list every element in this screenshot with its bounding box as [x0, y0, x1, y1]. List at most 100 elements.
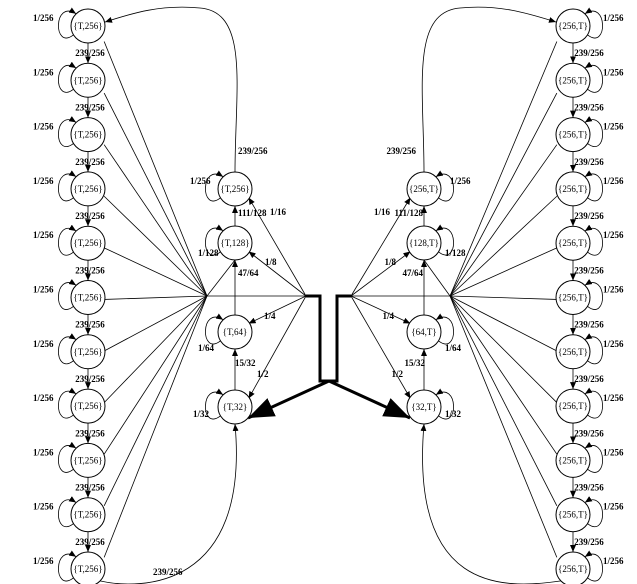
down-label-right-1: 239/256 — [574, 48, 604, 58]
self-loop-right-chain-6 — [584, 278, 603, 310]
state-circle — [555, 497, 591, 533]
state-circle — [555, 551, 591, 584]
state-label: {T,256} — [73, 130, 102, 140]
state-label: {T,32} — [223, 402, 248, 412]
feedback-label-left-bottom: 239/256 — [153, 567, 183, 577]
state-circle — [70, 225, 106, 261]
state-label: {256,T} — [558, 130, 588, 140]
edge-left-to-hub-8 — [103, 295, 208, 403]
edge-right-junction-to-mid-4 — [350, 295, 411, 399]
entry-label-left-4: 1/2 — [257, 369, 269, 379]
self-loop-label-left-2: 1/256 — [33, 67, 54, 77]
edge-right-to-hub-11 — [449, 295, 558, 558]
state-right-mid-3: {64,T} — [406, 314, 442, 350]
self-loop-right-mid-4 — [435, 388, 454, 420]
state-label: {256,T} — [558, 455, 588, 465]
state-label: {T,256} — [73, 455, 102, 465]
edge-left-to-hub-3 — [103, 144, 208, 297]
edge-right-to-hub-3 — [449, 144, 558, 297]
down-label-right-4: 239/256 — [574, 211, 604, 221]
edge-left-to-hub-11 — [103, 295, 208, 558]
self-loop-label-right-7: 1/256 — [603, 339, 624, 349]
down-label-left-3: 239/256 — [75, 157, 105, 167]
state-right-chain-8: {256,T} — [555, 388, 591, 424]
entry-label-left-1: 1/16 — [270, 207, 287, 217]
state-label: {T,256} — [73, 510, 102, 520]
self-loop-right-chain-2 — [584, 61, 603, 93]
state-circle — [555, 388, 591, 424]
edge-left-to-hub-6 — [104, 295, 208, 300]
self-loop-right-chain-3 — [584, 116, 603, 147]
self-loop-label-left-11: 1/256 — [33, 556, 54, 566]
self-loop-label-left-6: 1/256 — [33, 285, 54, 295]
down-label-left-1: 239/256 — [75, 48, 105, 58]
down-label-right-10: 239/256 — [574, 537, 604, 547]
edge-left-feedback-top — [104, 6, 238, 173]
down-label-left-10: 239/256 — [75, 537, 105, 547]
edge-right-to-hub-5 — [449, 247, 558, 297]
edge-left-feedback-bottom — [99, 423, 239, 584]
self-loop-label-left-mid-1: 1/256 — [190, 176, 211, 186]
nodes-layer: {T,256} {T,256} {T,256} {T,256} {T,256} {T,25… — [70, 8, 591, 584]
entry-label-right-2: 1/8 — [384, 257, 396, 267]
state-right-mid-2: {128,T} — [406, 225, 442, 261]
edge-right-to-hub-8 — [449, 295, 558, 403]
state-circle — [555, 280, 591, 315]
state-label: {64,T} — [411, 327, 436, 337]
edge-left-junction-to-mid-3 — [248, 295, 307, 324]
state-left-chain-3: {T,256} — [70, 117, 106, 153]
state-left-mid-3: {T,64} — [217, 314, 253, 350]
state-circle — [406, 225, 442, 261]
state-label: {256,T} — [558, 21, 588, 31]
down-label-left-2: 239/256 — [75, 102, 105, 112]
state-circle — [70, 442, 106, 478]
state-circle — [555, 8, 591, 44]
up-label-right-mid-3: 15/32 — [404, 358, 425, 368]
self-loop-right-chain-11 — [584, 550, 603, 582]
down-label-right-3: 239/256 — [574, 157, 604, 167]
edge-right-to-hub-7 — [449, 295, 558, 352]
state-label: {T,128} — [220, 238, 249, 248]
edge-right-to-hub-10 — [449, 295, 558, 506]
self-loop-label-right-6: 1/256 — [603, 285, 624, 295]
state-label: {T,256} — [73, 238, 102, 248]
state-label: {T,256} — [220, 184, 249, 194]
state-label: {256,T} — [558, 401, 588, 411]
self-loop-label-left-10: 1/256 — [33, 502, 54, 512]
state-label: {256,T} — [558, 184, 588, 194]
self-loop-label-left-1: 1/256 — [33, 13, 54, 23]
self-loop-left-chain-1 — [58, 7, 77, 39]
state-circle — [555, 117, 591, 153]
down-label-right-8: 239/256 — [574, 428, 604, 438]
state-right-mid-4: {32,T} — [406, 389, 442, 425]
state-label: {256,T} — [558, 293, 588, 303]
up-label-left-mid-3: 15/32 — [235, 358, 256, 368]
state-right-mid-1: {256,T} — [406, 171, 442, 207]
state-label: {256,T} — [558, 564, 588, 574]
self-loop-left-chain-9 — [58, 441, 77, 473]
down-label-right-5: 239/256 — [574, 265, 604, 275]
state-right-chain-5: {256,T} — [555, 225, 591, 261]
self-loop-left-chain-5 — [58, 224, 77, 256]
state-circle — [555, 442, 591, 478]
state-left-mid-1: {T,256} — [217, 171, 253, 207]
state-circle — [70, 551, 106, 584]
state-right-chain-11: {256,T} — [555, 551, 591, 584]
self-loop-left-mid-4 — [205, 388, 224, 420]
merge-arrow-left — [247, 294, 330, 420]
self-loop-right-chain-7 — [584, 333, 603, 364]
state-label: {256,T} — [558, 238, 588, 248]
self-loop-right-chain-5 — [584, 224, 603, 256]
self-loop-right-mid-2 — [435, 224, 454, 256]
self-loop-label-left-mid-2: 1/128 — [198, 248, 219, 258]
state-circle — [555, 334, 591, 370]
self-loop-label-right-8: 1/256 — [603, 393, 624, 403]
self-loop-label-left-5: 1/256 — [33, 230, 54, 240]
state-circle — [555, 225, 591, 261]
entry-label-right-1: 1/16 — [374, 207, 391, 217]
state-left-chain-8: {T,256} — [70, 388, 106, 424]
state-left-mid-4: {T,32} — [217, 389, 253, 425]
self-loop-label-right-9: 1/256 — [603, 447, 624, 457]
state-right-chain-7: {256,T} — [555, 334, 591, 370]
